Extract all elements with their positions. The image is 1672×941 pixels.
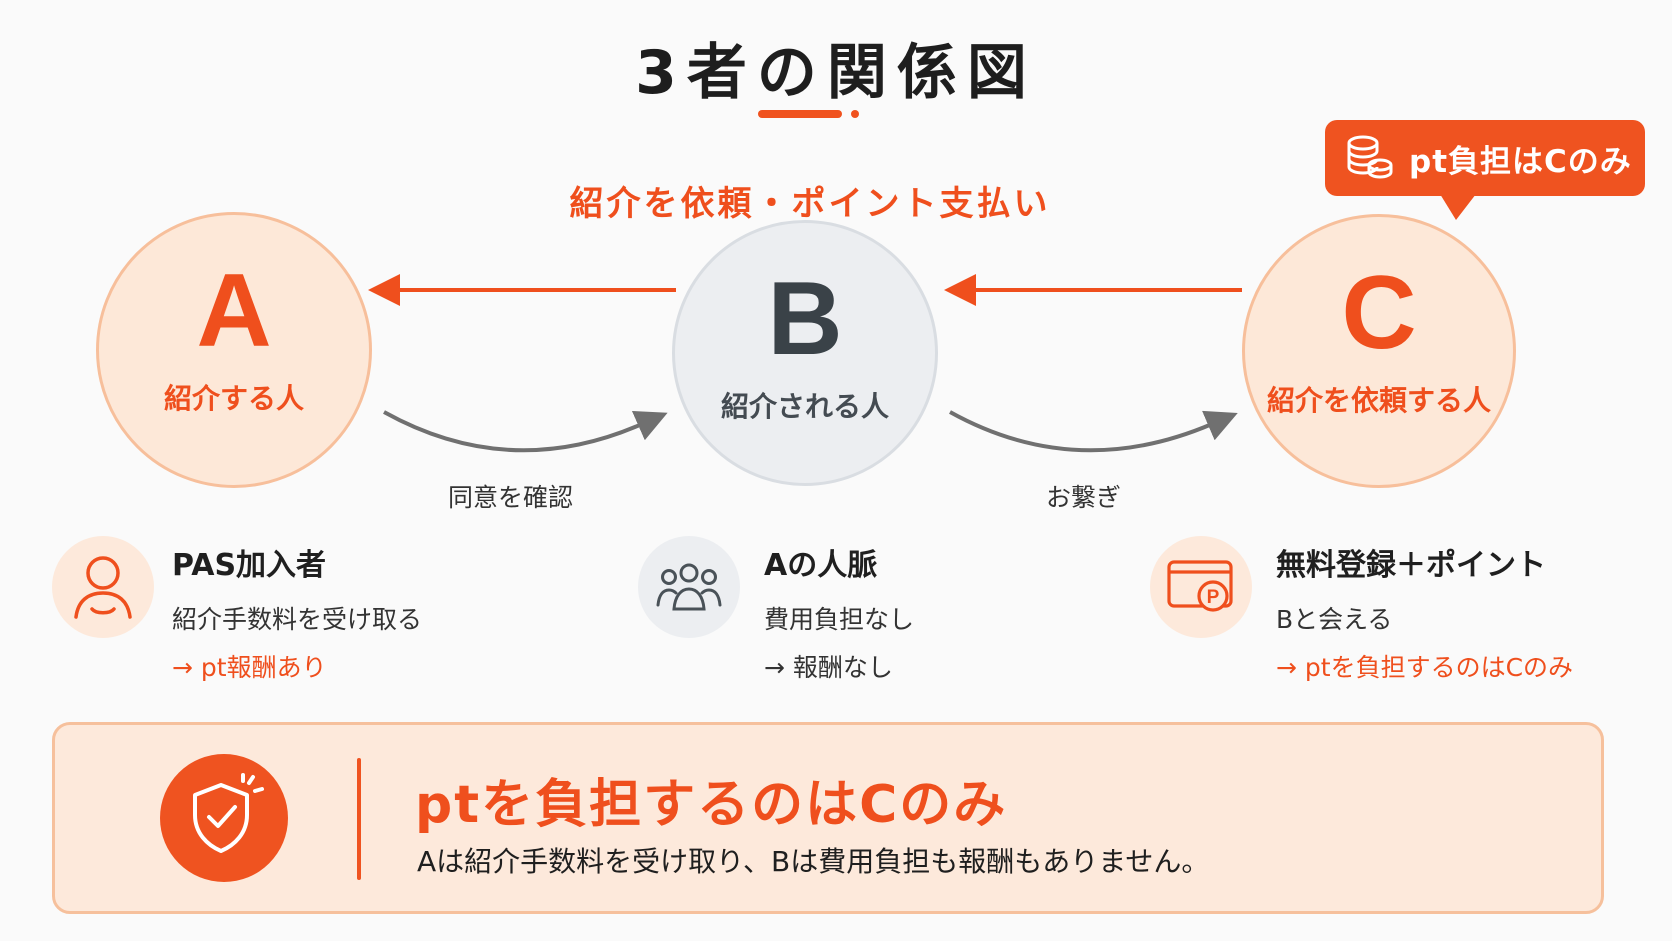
node-c-label: 紹介を依頼する人 (1266, 384, 1491, 417)
arrow-b-to-c (949, 410, 1238, 453)
node-b-letter: B (767, 261, 843, 377)
info-a-result: → pt報酬あり (172, 653, 327, 682)
info-a-icon-wrap (52, 536, 154, 638)
summary-box (52, 722, 1604, 914)
edge-label-a-b: 同意を確認 (448, 483, 574, 512)
node-c-letter: C (1341, 255, 1417, 371)
node-a-letter: A (196, 253, 272, 369)
summary-divider (357, 758, 361, 880)
info-c-icon-wrap: P (1150, 536, 1252, 638)
arrow-a-to-b (383, 410, 668, 453)
callout-badge: pt負担はCのみ (1325, 120, 1645, 196)
info-a-title: PAS加入者 (172, 548, 327, 583)
top-flow-caption: 紹介を依頼・ポイント支払い (569, 184, 1051, 224)
node-c: C 紹介を依頼する人 (1242, 214, 1516, 488)
info-b-icon-wrap (638, 536, 740, 638)
svg-text:P: P (1207, 587, 1220, 608)
info-b-desc: 費用負担なし (764, 605, 915, 634)
edge-label-b-c: お繋ぎ (1046, 483, 1122, 512)
info-b-title: Aの人脈 (764, 548, 878, 583)
node-b: B 紹介される人 (672, 220, 938, 486)
info-c-desc: Bと会える (1276, 605, 1393, 634)
title-underline-dot (851, 110, 859, 118)
info-b-result: → 報酬なし (764, 653, 893, 682)
point-card-icon: P (1167, 560, 1233, 612)
node-a-label: 紹介する人 (163, 382, 304, 415)
shield-check-icon (193, 773, 264, 853)
coins-icon (1347, 135, 1393, 179)
summary-desc: Aは紹介手数料を受け取り、Bは費用負担も報酬もありません。 (417, 845, 1210, 878)
node-a: A 紹介する人 (96, 212, 372, 488)
info-c-title: 無料登録＋ポイント (1276, 548, 1546, 583)
title-underline (758, 110, 842, 118)
info-c-result: → ptを負担するのはCのみ (1276, 653, 1574, 682)
summary-badge (160, 754, 288, 882)
callout-text: pt負担はCのみ (1409, 143, 1632, 180)
info-a-desc: 紹介手数料を受け取る (172, 605, 423, 634)
diagram-title: 3者の関係図 (635, 38, 1037, 108)
node-b-label: 紹介される人 (720, 390, 889, 423)
people-icon (656, 563, 722, 611)
person-icon (74, 556, 132, 619)
summary-title: ptを負担するのはCのみ (415, 775, 1008, 835)
callout-tail (1440, 194, 1476, 220)
